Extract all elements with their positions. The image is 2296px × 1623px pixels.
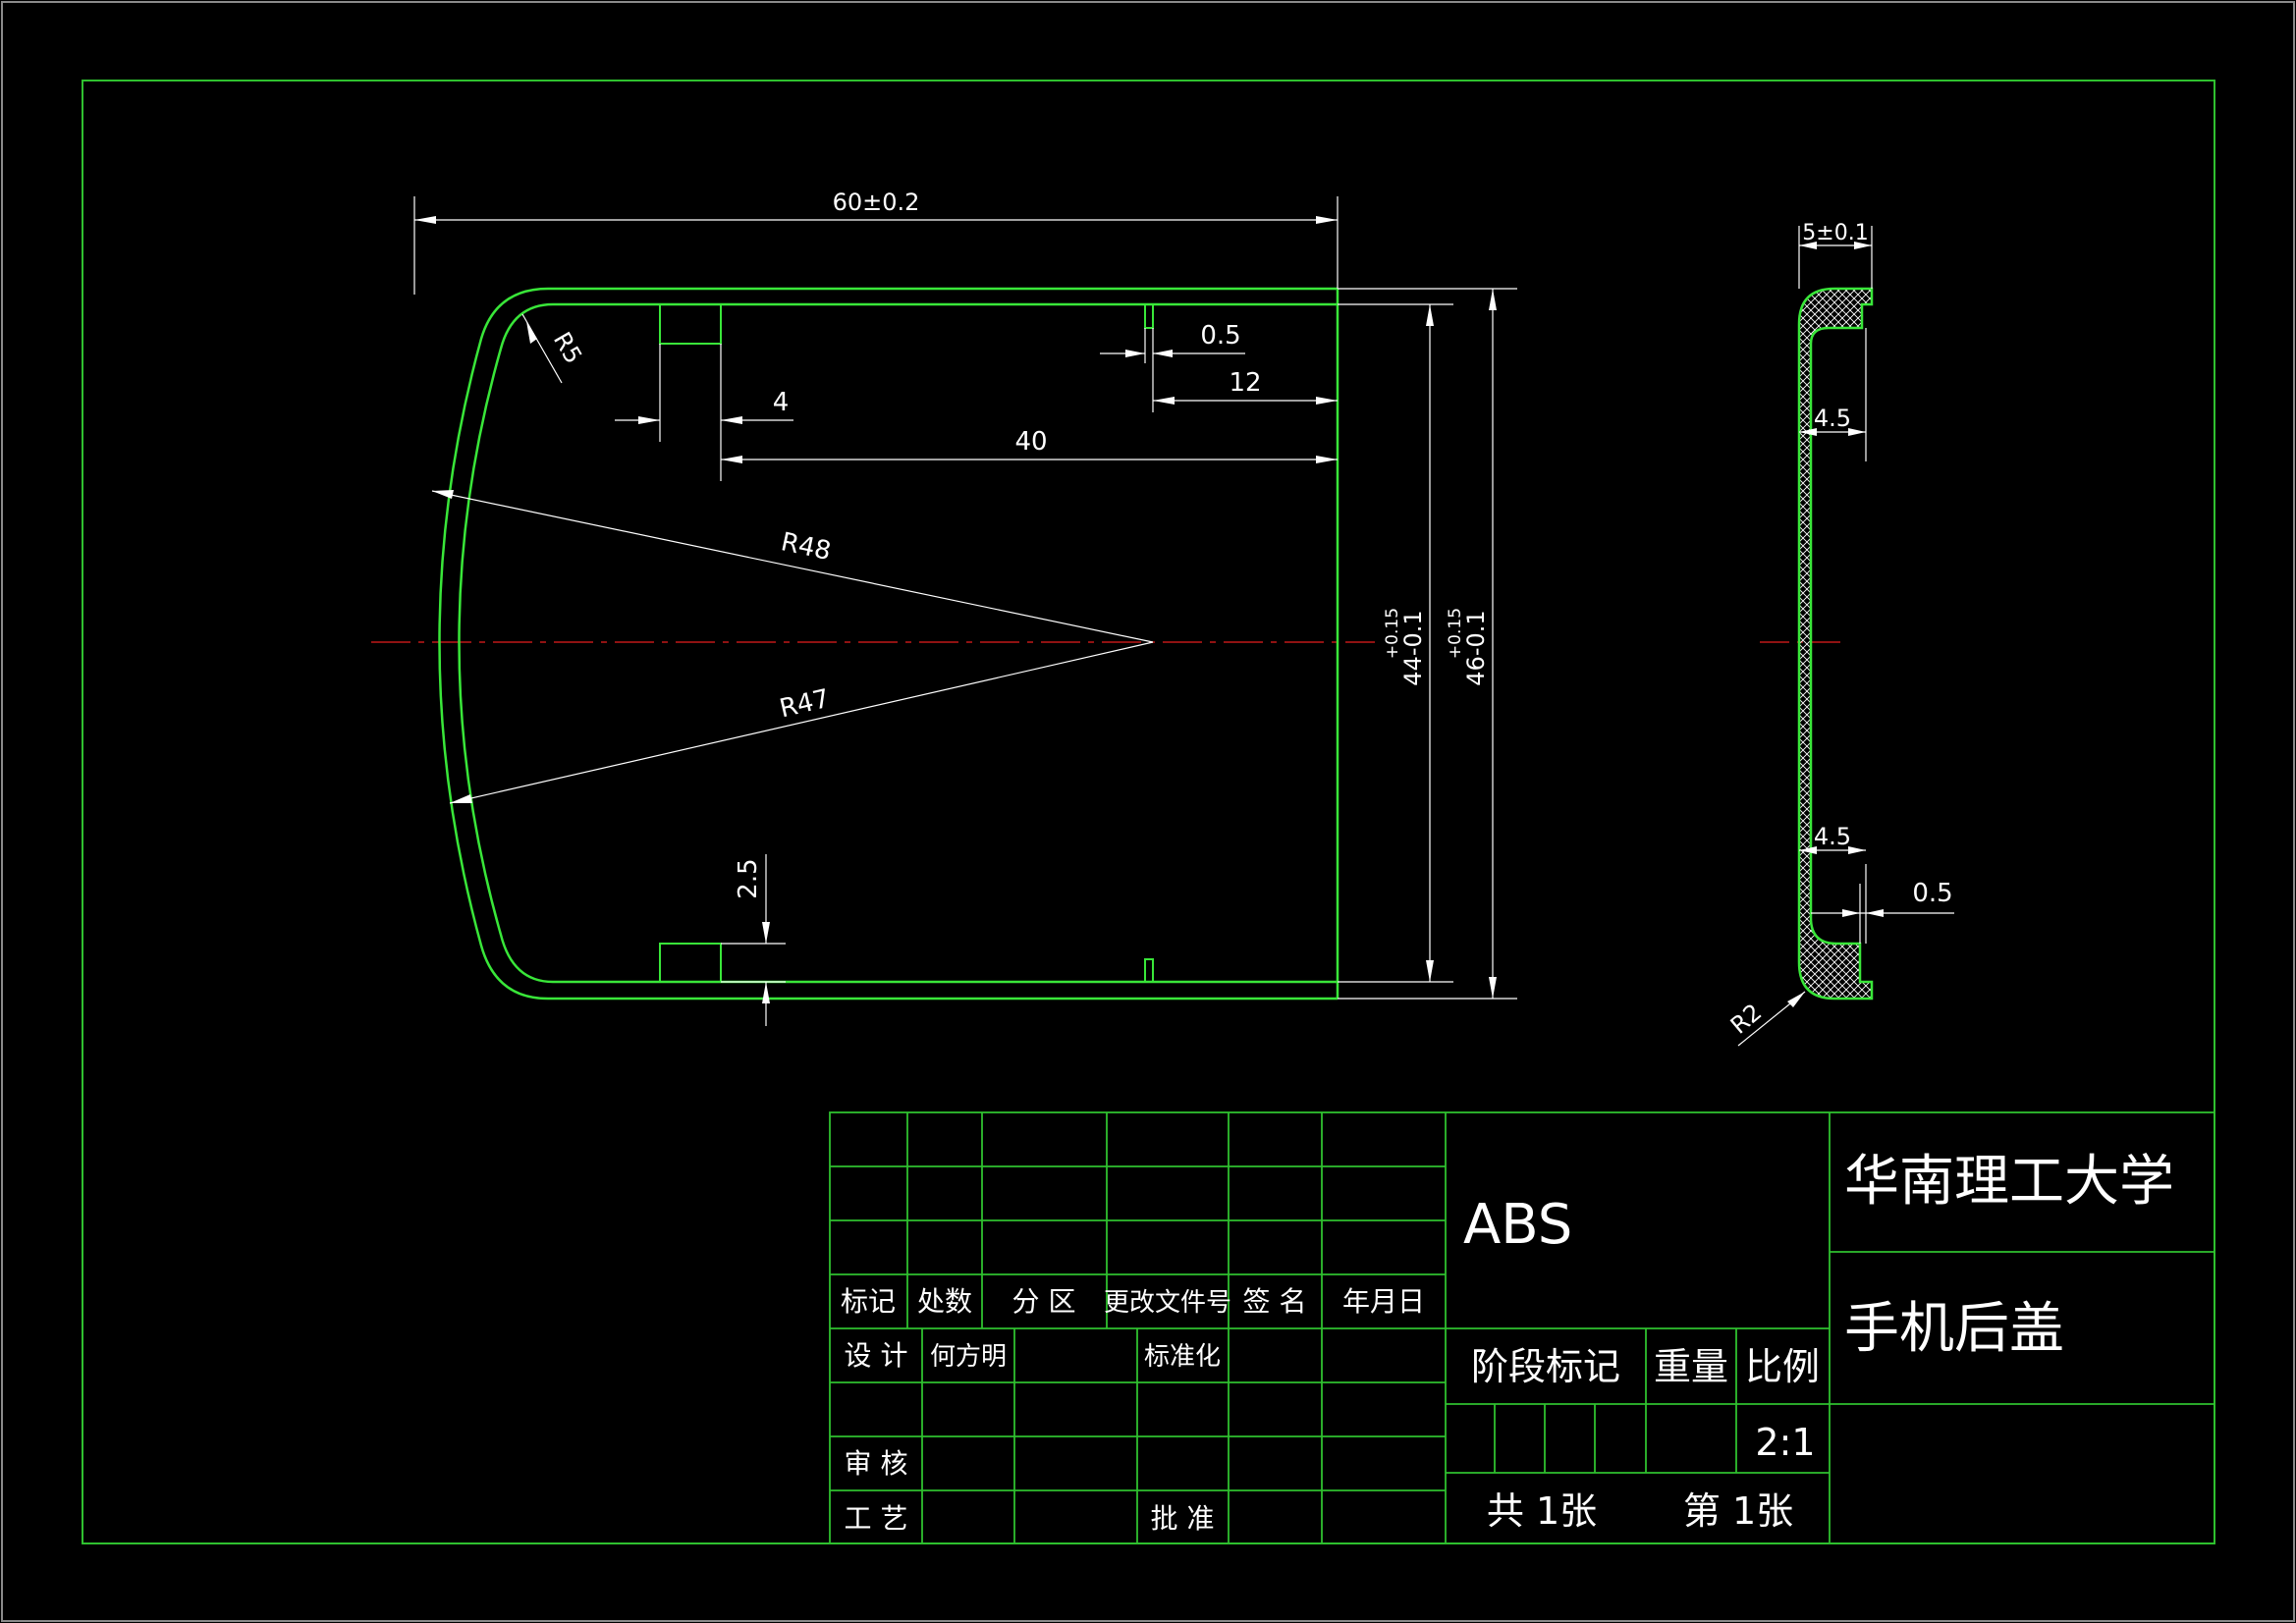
bottom-slot — [659, 943, 722, 983]
part-name: 手机后盖 — [1844, 1297, 2064, 1361]
sheet-number: 第 1张 — [1683, 1489, 1793, 1533]
side-view: 5±0.1 4.5 4.5 0.5 R2 — [1725, 221, 1954, 1047]
design-label: 设 计 — [845, 1339, 908, 1372]
dim-r5: R5 — [548, 328, 587, 369]
top-tab — [1144, 303, 1154, 329]
dim-40: 40 — [1014, 427, 1047, 457]
stage-label: 阶段标记 — [1471, 1345, 1620, 1388]
dim-60: 60±0.2 — [833, 189, 920, 216]
dim-r2: R2 — [1725, 999, 1767, 1040]
dim-44: 44-0.1 — [1399, 610, 1427, 685]
dim-2-5: 2.5 — [734, 858, 763, 898]
scale-label: 比例 — [1745, 1345, 1820, 1388]
sheets-total: 共 1张 — [1487, 1489, 1597, 1533]
header-signature: 签 名 — [1243, 1285, 1307, 1318]
header-date: 年月日 — [1342, 1285, 1425, 1318]
dim-0-5-top: 0.5 — [1200, 321, 1240, 351]
dim-4-5-top: 4.5 — [1814, 405, 1851, 432]
process-label: 工 艺 — [845, 1502, 908, 1535]
title-block — [829, 1111, 2215, 1544]
dim-44-tol: +0.15 — [1383, 608, 1402, 659]
scale-value: 2:1 — [1755, 1421, 1815, 1464]
header-zone: 分 区 — [1012, 1285, 1076, 1318]
dim-4: 4 — [773, 388, 790, 417]
header-count: 处数 — [917, 1285, 972, 1318]
inner-outline — [458, 302, 1338, 984]
review-label: 审 核 — [845, 1447, 908, 1480]
dimension-lines — [413, 196, 1517, 1026]
dim-5-side: 5±0.1 — [1802, 221, 1868, 245]
dim-46: 46-0.1 — [1462, 610, 1490, 685]
header-change-doc: 更改文件号 — [1104, 1288, 1231, 1318]
standardization-label: 标准化 — [1144, 1342, 1221, 1372]
outer-outline — [438, 287, 1338, 1001]
university-name: 华南理工大学 — [1844, 1150, 2174, 1214]
side-section — [1797, 287, 1874, 1001]
bottom-tab — [1144, 958, 1154, 983]
dim-r47: R47 — [777, 684, 833, 725]
title-block-text: 标记 处数 分 区 更改文件号 签 名 年月日 设 计 何方明 标准化 审 核 … — [841, 1150, 2174, 1535]
header-mark: 标记 — [841, 1285, 896, 1318]
dim-12: 12 — [1229, 368, 1261, 398]
approve-label: 批 准 — [1151, 1502, 1215, 1535]
top-slot — [659, 303, 722, 345]
designer-name: 何方明 — [930, 1342, 1007, 1372]
dim-r48: R48 — [778, 527, 833, 567]
dim-0-5-side: 0.5 — [1912, 879, 1952, 908]
weight-label: 重量 — [1654, 1345, 1728, 1388]
material: ABS — [1463, 1193, 1572, 1257]
front-view: 60±0.2 R5 0.5 12 4 40 R48 R47 44-0.1 +0.… — [371, 189, 1517, 1026]
dim-46-tol: +0.15 — [1446, 608, 1465, 659]
dim-4-5-bottom: 4.5 — [1814, 823, 1851, 850]
arrowheads — [414, 216, 1497, 1003]
